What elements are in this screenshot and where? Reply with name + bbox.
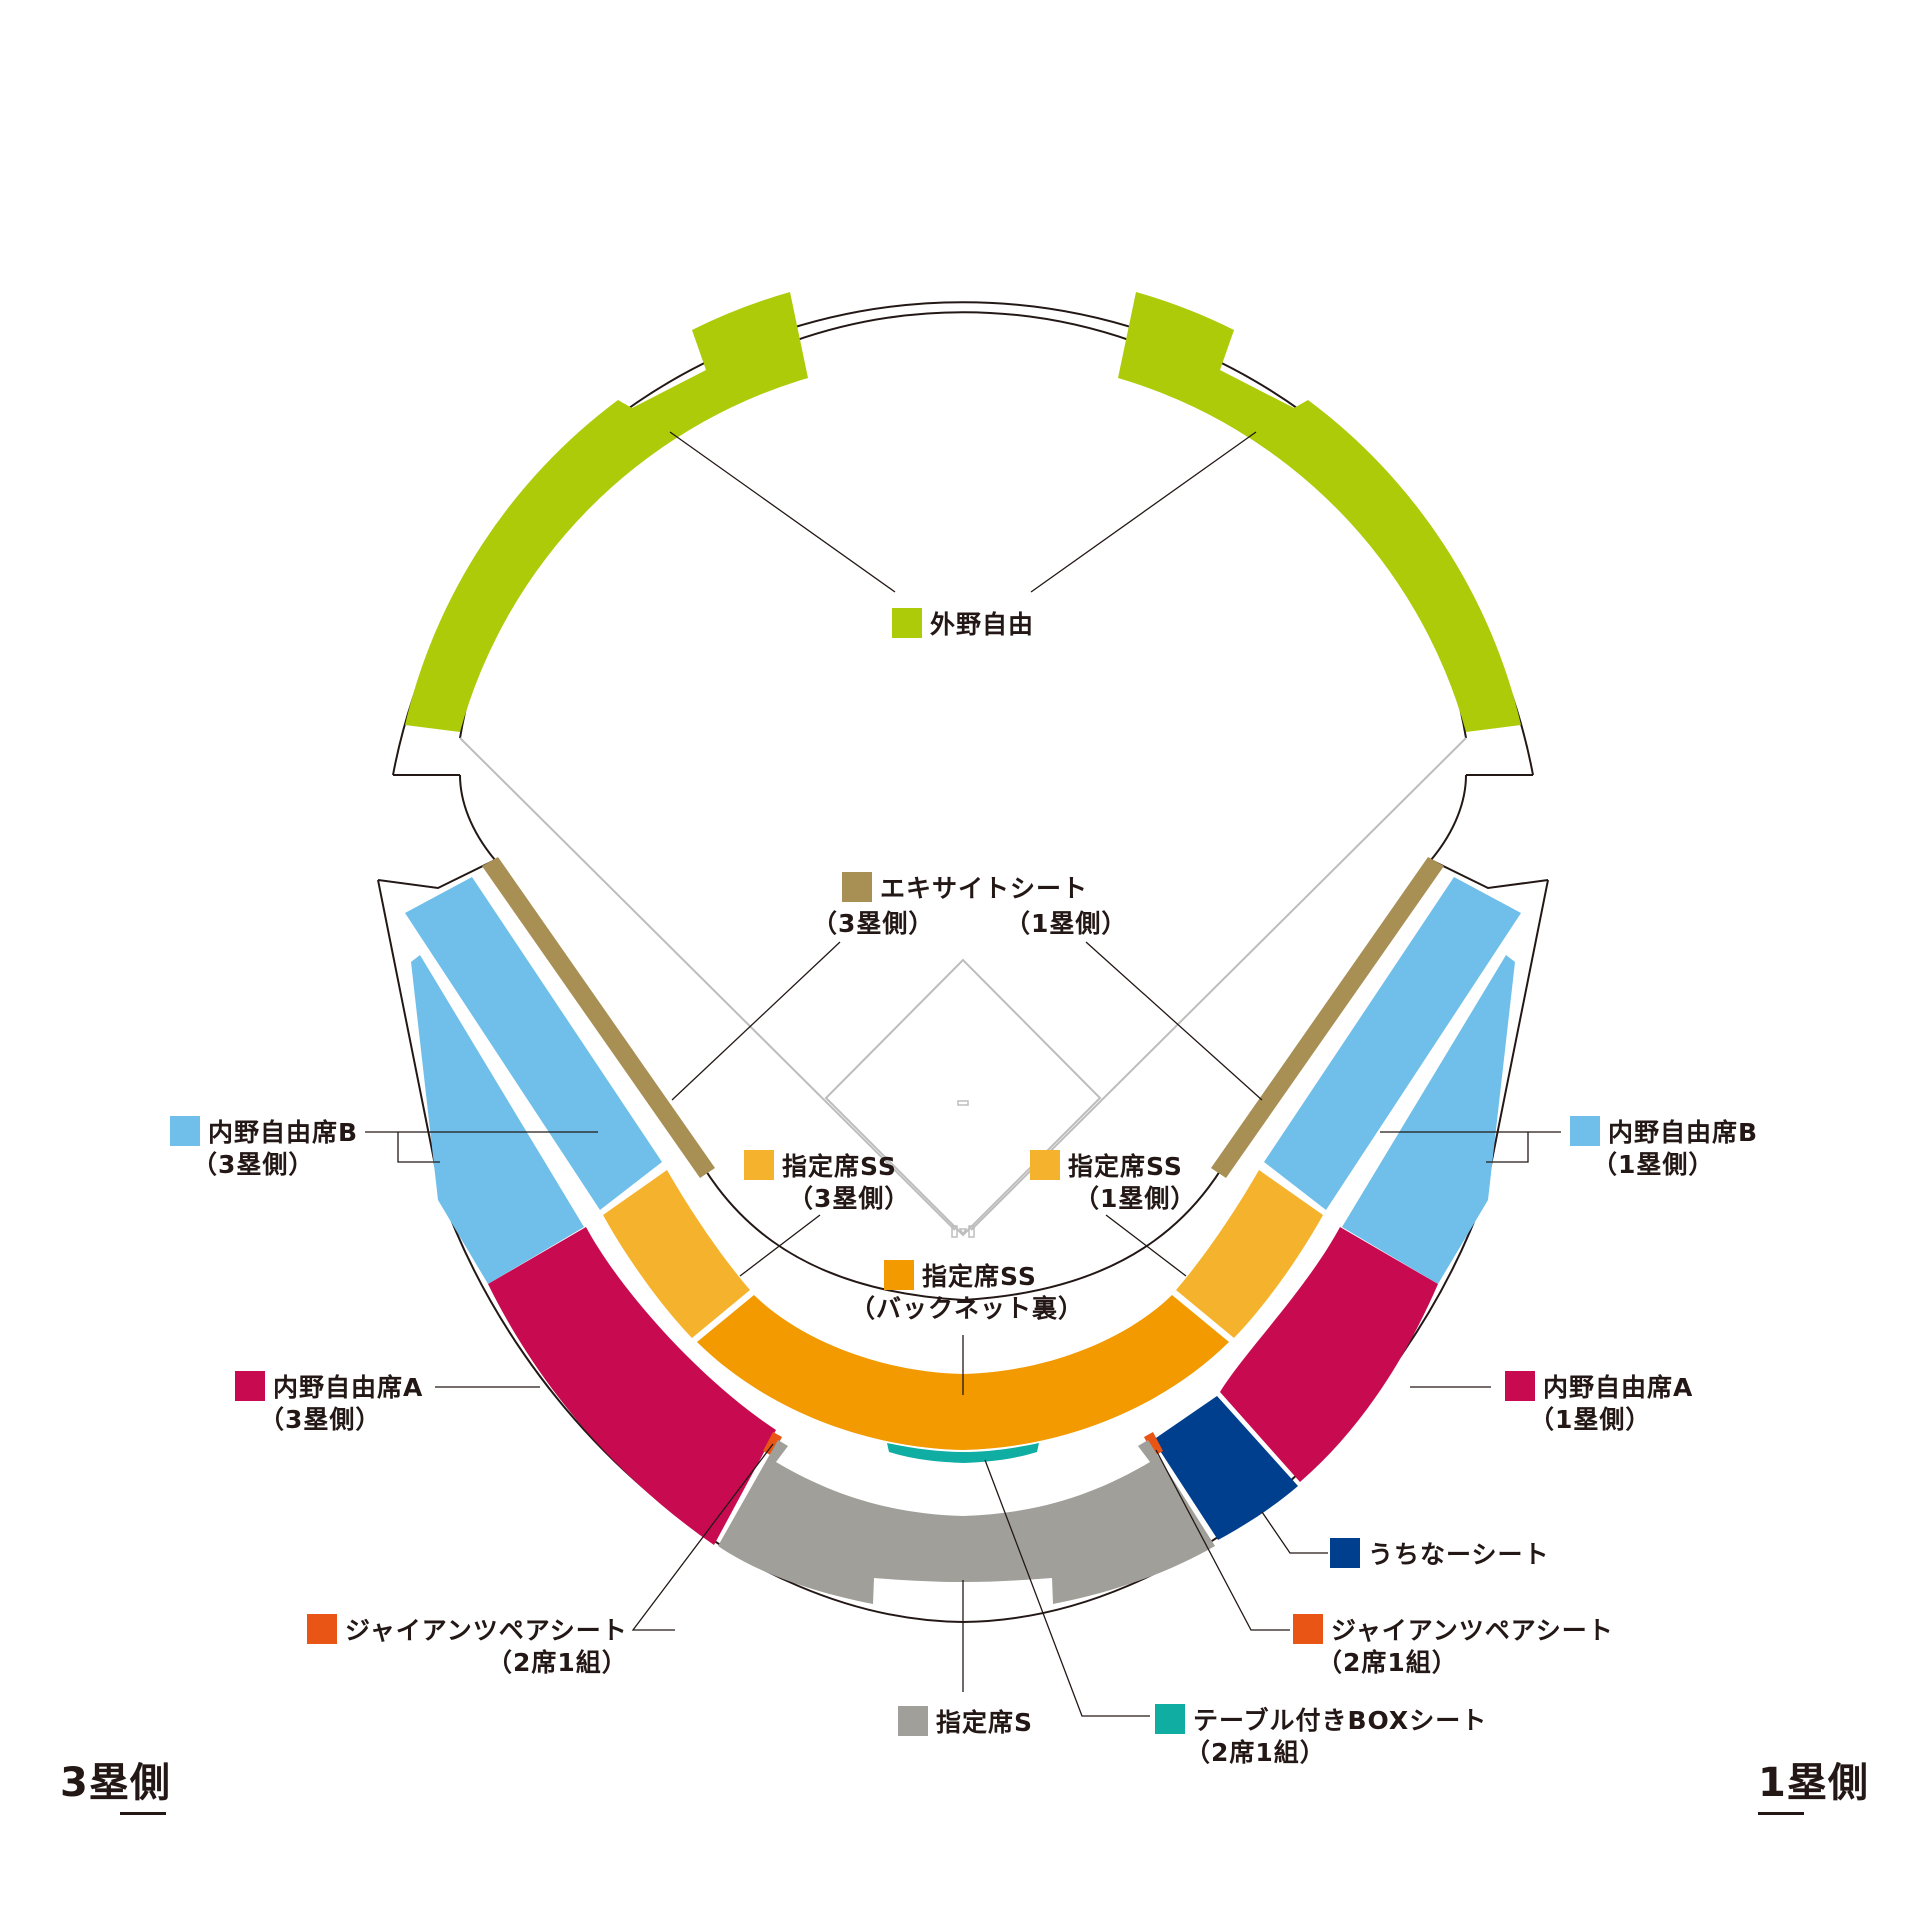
legend-giants-pair-3b: ジャイアンツペアシート （2席1組） (307, 1614, 628, 1679)
swatch-designated-ss-3b (744, 1150, 774, 1180)
swatch-designated-ss-1b (1030, 1150, 1060, 1180)
swatch-excite-seat (842, 872, 872, 902)
legend-designated-ss-1b: 指定席SS （1塁側） (1030, 1150, 1196, 1215)
designated-s[interactable] (718, 1440, 1215, 1604)
legend-infield-free-b-1b: 内野自由席B （1塁側） (1570, 1116, 1758, 1181)
excite-seat-3b[interactable] (482, 857, 715, 1178)
legend-outfield-free: 外野自由 (892, 608, 1034, 641)
outfield-free-seats[interactable] (405, 292, 1521, 732)
designated-ss-side[interactable] (603, 1170, 1323, 1338)
first-base-underline (1758, 1812, 1804, 1815)
legend-infield-free-a-3b: 内野自由席A （3塁側） (235, 1371, 423, 1436)
outfield-leader-lines (669, 431, 1257, 593)
swatch-infield-free-b-3b (170, 1116, 200, 1146)
swatch-infield-free-a-1b (1505, 1371, 1535, 1401)
infield-free-b-1b[interactable] (1264, 877, 1521, 1284)
swatch-giants-pair-3b (307, 1614, 337, 1644)
swatch-designated-s (898, 1706, 928, 1736)
infield-free-a-3b[interactable] (488, 1227, 776, 1545)
legend-uchina-seat: うちなーシート (1330, 1538, 1550, 1571)
table-box-seat[interactable] (887, 1443, 1039, 1463)
designated-ss-3b[interactable] (603, 1170, 750, 1338)
legend-excite-seat-sub-1b: （1塁側） (1005, 909, 1128, 938)
legend-excite-seat-sub-3b: （3塁側） (812, 909, 935, 938)
leader-lines (365, 941, 1561, 1717)
pitcher-plate (957, 1100, 969, 1106)
legend-infield-free-b-3b: 内野自由席B （3塁側） (170, 1116, 358, 1181)
swatch-infield-free-a-3b (235, 1371, 265, 1401)
excite-seat[interactable] (482, 857, 1444, 1178)
infield-free-a-1b[interactable] (1220, 1227, 1438, 1482)
designated-ss-1b[interactable] (1176, 1170, 1323, 1338)
swatch-giants-pair-1b (1293, 1614, 1323, 1644)
outfield-free-right[interactable] (1118, 292, 1521, 732)
swatch-infield-free-b-1b (1570, 1116, 1600, 1146)
excite-seat-1b[interactable] (1211, 857, 1444, 1178)
swatch-uchina-seat (1330, 1538, 1360, 1568)
legend-designated-ss-backnet: 指定席SS （バックネット裏） (850, 1260, 1085, 1323)
third-base-side-label: 3塁側 (60, 1760, 171, 1815)
third-base-underline (120, 1812, 166, 1815)
legend-designated-ss-3b: 指定席SS （3塁側） (744, 1150, 910, 1215)
uchina-seat[interactable] (1153, 1396, 1298, 1540)
infield-free-a[interactable] (488, 1227, 1438, 1545)
swatch-designated-ss-backnet (884, 1260, 914, 1290)
home-plate (951, 1225, 975, 1238)
giants-pair-seat-1b[interactable] (1144, 1432, 1163, 1456)
legend-designated-s: 指定席S (898, 1706, 1033, 1739)
designated-ss-backnet[interactable] (697, 1295, 1229, 1450)
legend-excite-seat: エキサイトシート (842, 872, 1088, 905)
legend-infield-free-a-1b: 内野自由席A （1塁側） (1505, 1371, 1693, 1436)
swatch-outfield-free (892, 608, 922, 638)
legend-giants-pair-1b: ジャイアンツペアシート （2席1組） (1293, 1614, 1614, 1679)
first-base-side-label: 1塁側 (1758, 1760, 1869, 1815)
legend-table-box: テーブル付きBOXシート （2席1組） (1155, 1704, 1487, 1769)
infield-free-b-3b[interactable] (405, 877, 662, 1284)
swatch-table-box (1155, 1704, 1185, 1734)
outfield-free-left[interactable] (405, 292, 808, 732)
outfield-stand (377, 301, 1549, 890)
